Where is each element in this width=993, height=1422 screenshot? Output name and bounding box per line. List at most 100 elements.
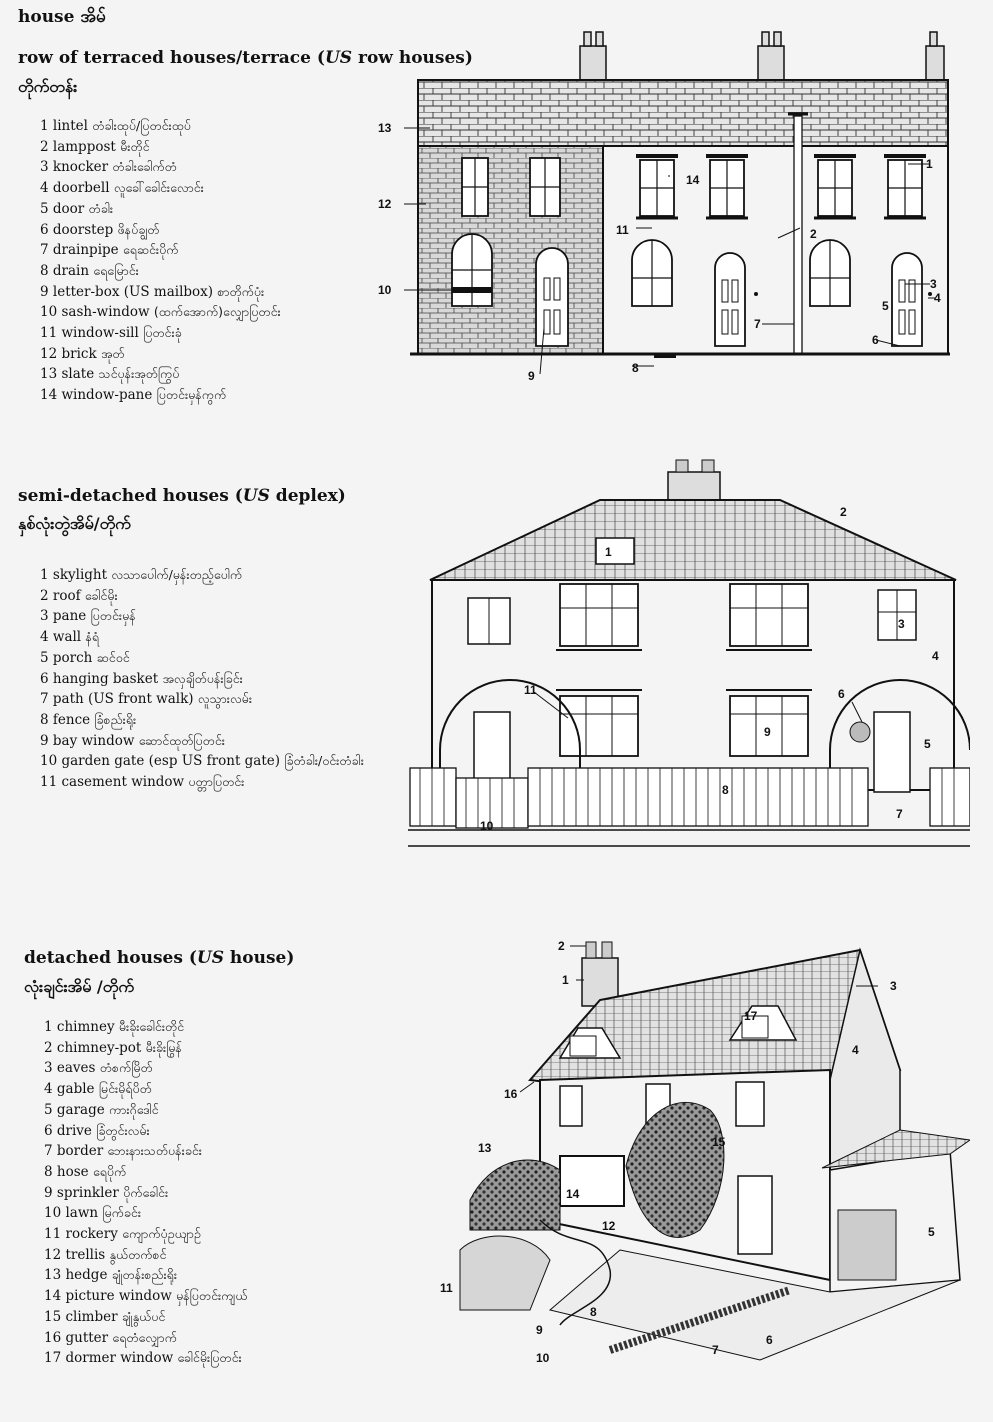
list-item: 13 hedge ချုံတန်းစည်းရိုး xyxy=(44,1265,248,1286)
callout-label: 6 xyxy=(838,687,845,701)
item-english-term: trellis xyxy=(65,1247,105,1263)
list-item: 10 garden gate (esp US front gate) ခြံတံ… xyxy=(40,751,364,772)
list-item: 2 chimney-pot မီးခိုးမြွန် xyxy=(44,1038,248,1059)
callout-label: 4 xyxy=(934,291,941,305)
item-myanmar-term: ပြတင်းမှန်ကွက် xyxy=(157,387,227,402)
item-english-term: gable xyxy=(57,1081,95,1097)
item-number: 13 xyxy=(44,1266,61,1286)
callout-label: 1 xyxy=(562,973,569,987)
item-number: 10 xyxy=(44,1204,61,1224)
item-myanmar-term: အလှချိတ်ပန်းခြင်း xyxy=(162,671,242,686)
item-myanmar-term: မြက်ခင်း xyxy=(102,1205,141,1220)
item-english-term: pane xyxy=(53,608,86,624)
item-myanmar-term: ကားဂိုဒေါင် xyxy=(109,1102,159,1117)
item-number: 6 xyxy=(44,1122,53,1142)
list-item: 11 rockery ကျောက်ပုံဥယျာဉ် xyxy=(44,1224,248,1245)
callout-label: 7 xyxy=(896,807,903,821)
item-english-term: drain xyxy=(53,263,89,279)
item-number: 11 xyxy=(40,324,57,344)
item-number: 4 xyxy=(40,628,49,648)
callout-label: 4 xyxy=(852,1043,859,1057)
list-item: 5 garage ကားဂိုဒေါင် xyxy=(44,1100,248,1121)
item-myanmar-term: ချုံနွယ်ပင် xyxy=(122,1309,165,1324)
item-myanmar-term: လူခေါ်ခေါင်းလောင်း xyxy=(114,180,204,195)
callout-label: 12 xyxy=(378,197,392,211)
callout-label: 2 xyxy=(840,505,847,519)
item-myanmar-term: ခေါင်မိုး xyxy=(85,588,118,603)
item-number: 10 xyxy=(40,303,57,323)
item-myanmar-term: မီးခိုးမြွန် xyxy=(146,1040,182,1055)
item-english-term: drive xyxy=(57,1123,92,1139)
item-english-term: slate xyxy=(61,366,94,382)
item-english-term: letter-box (US mailbox) xyxy=(53,284,213,300)
section-2-list: 1 skylight လသာပေါက်/မှန်းတည့်ပေါက်2 roof… xyxy=(40,565,364,793)
callout-label: 12 xyxy=(602,1219,616,1233)
item-english-term: chimney xyxy=(57,1019,115,1035)
callout-label: 15 xyxy=(712,1135,726,1149)
item-english-term: dormer window xyxy=(65,1350,173,1366)
list-item: 15 climber ချုံနွယ်ပင် xyxy=(44,1307,248,1328)
item-english-term: garden gate (esp US front gate) xyxy=(61,753,280,769)
list-item: 7 path (US front walk) လူသွားလမ်း xyxy=(40,689,364,710)
callout-label: 8 xyxy=(722,783,729,797)
section-3-title: detached houses (US house) xyxy=(24,948,294,968)
list-item: 3 pane ပြတင်းမှန် xyxy=(40,606,364,627)
item-english-term: eaves xyxy=(57,1060,96,1076)
item-myanmar-term: စာတိုက်ပုံး xyxy=(217,284,264,299)
section-2-title-myanmar: နှစ်လုံးတွဲအိမ်/တိုက် xyxy=(18,513,131,537)
item-english-term: sash-window xyxy=(61,304,149,320)
callout-label: 3 xyxy=(930,277,937,291)
item-english-term: hose xyxy=(57,1164,89,1180)
item-myanmar-term: ရေတံလျှောက် xyxy=(112,1330,176,1345)
page-title: house အိမ် xyxy=(18,6,106,31)
callout-label: 6 xyxy=(766,1333,773,1347)
callout-label: 6 xyxy=(872,333,879,347)
item-english-term: brick xyxy=(61,346,96,362)
item-english-term: doorstep xyxy=(53,222,113,238)
list-item: 6 hanging basket အလှချိတ်ပန်းခြင်း xyxy=(40,669,364,690)
item-number: 5 xyxy=(40,649,49,669)
item-myanmar-term: ပိုက်ခေါင်း xyxy=(123,1185,168,1200)
callout-label: 10 xyxy=(378,283,392,297)
callout-label: 4 xyxy=(932,649,939,663)
item-number: 7 xyxy=(40,241,49,261)
list-item: 7 border ဘေးနားသတ်ပန်းခင်း xyxy=(44,1141,248,1162)
list-item: 2 roof ခေါင်မိုး xyxy=(40,586,364,607)
callout-label: 10 xyxy=(480,819,494,833)
callout-label: 7 xyxy=(754,317,761,331)
callout-label: 2 xyxy=(558,939,565,953)
item-number: 15 xyxy=(44,1308,61,1328)
list-item: 11 casement window ပတ္တာပြတင်း xyxy=(40,772,364,793)
item-number: 8 xyxy=(40,711,49,731)
list-item: 16 gutter ရေတံလျှောက် xyxy=(44,1328,248,1349)
callout-label: 5 xyxy=(924,737,931,751)
item-english-term: sprinkler xyxy=(57,1185,119,1201)
callout-label: 14 xyxy=(686,173,700,187)
section-1-list: 1 lintel တံခါးထုပ်/ပြတင်းထုပ်2 lamppost … xyxy=(40,116,281,406)
list-item: 7 drainpipe ရေဆင်းပိုက် xyxy=(40,240,281,261)
item-number: 12 xyxy=(44,1246,61,1266)
callout-label: 3 xyxy=(890,979,897,993)
item-english-term: drainpipe xyxy=(53,242,119,258)
item-myanmar-term: ဆင်ဝင် xyxy=(97,650,130,665)
item-english-term: doorbell xyxy=(53,180,110,196)
item-myanmar-term: တံခါးခေါက်တံ xyxy=(112,159,176,174)
item-english-term: lamppost xyxy=(53,139,116,155)
list-item: 5 porch ဆင်ဝင် xyxy=(40,648,364,669)
item-number: 7 xyxy=(44,1142,53,1162)
item-myanmar-term: မှန်ပြတင်းကျယ် xyxy=(176,1288,247,1303)
callout-label: 5 xyxy=(882,299,889,313)
item-number: 11 xyxy=(40,773,57,793)
item-number: 5 xyxy=(44,1101,53,1121)
list-item: 14 window-pane ပြတင်းမှန်ကွက် xyxy=(40,385,281,406)
callout-label: 5 xyxy=(928,1225,935,1239)
list-item: 8 hose ရေပိုက် xyxy=(44,1162,248,1183)
list-item: 9 sprinkler ပိုက်ခေါင်း xyxy=(44,1183,248,1204)
list-item: 9 bay window ဆောင်ထုတ်ပြတင်း xyxy=(40,731,364,752)
list-item: 17 dormer window ခေါင်မိုးပြတင်း xyxy=(44,1348,248,1369)
item-myanmar-term: လသာပေါက်/မှန်းတည့်ပေါက် xyxy=(111,567,242,582)
item-english-term: rockery xyxy=(65,1226,117,1242)
callout-label: 13 xyxy=(478,1141,492,1155)
callout-label: 14 xyxy=(566,1187,580,1201)
item-english-term: hedge xyxy=(65,1267,107,1283)
